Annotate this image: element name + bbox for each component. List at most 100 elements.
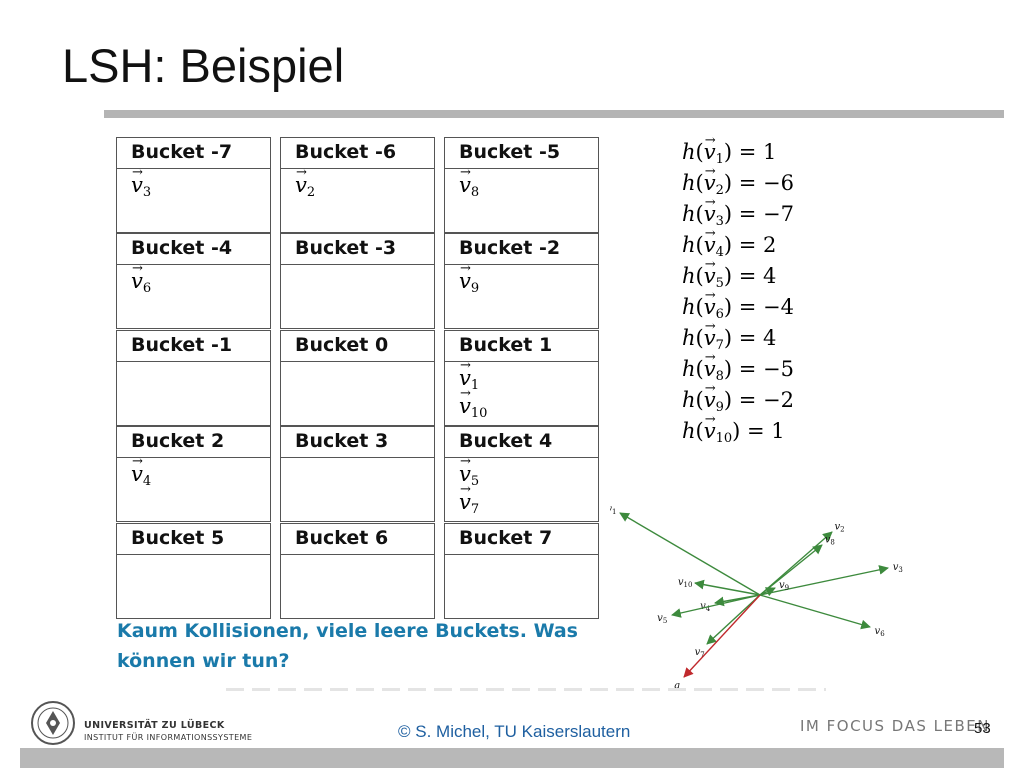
bottom-bar	[20, 748, 1004, 768]
bucket-label: Bucket 5	[117, 524, 270, 555]
vector-label: v7	[695, 647, 705, 659]
bucket-label: Bucket -3	[281, 234, 434, 265]
hash-value: 1	[763, 140, 777, 164]
bucket-cell: Bucket 4v5v7	[444, 426, 599, 522]
vector-plot: v1 v2 v8 v3 v10 v9 v4 v5 v6 v7 a	[610, 504, 903, 691]
hash-value-line: h(v2) = −6	[682, 156, 794, 199]
bucket-label: Bucket 3	[281, 427, 434, 458]
page-number: 53	[974, 720, 991, 737]
vector-label: a	[674, 680, 680, 691]
hash-value: 4	[763, 326, 777, 350]
vector-arrow	[759, 565, 889, 596]
hash-value: −6	[763, 171, 794, 195]
bucket-label: Bucket -5	[445, 138, 598, 169]
bucket-label: Bucket -7	[117, 138, 270, 169]
hash-value: −4	[763, 295, 794, 319]
university-line2: INSTITUT FÜR INFORMATIONSSYSTEME	[84, 733, 253, 742]
vector-label: v4	[700, 601, 711, 613]
vector-label: v8	[825, 535, 835, 547]
hash-value: −7	[763, 202, 794, 226]
bucket-vector: v7	[459, 476, 598, 517]
bucket-vector: v5	[459, 448, 598, 489]
vector-arrow	[759, 544, 823, 596]
hash-value: 4	[763, 264, 777, 288]
vector-arrow	[759, 587, 776, 597]
vector-label: v5	[657, 613, 667, 625]
footer-faint-line	[226, 688, 826, 691]
bucket-vector: v9	[459, 255, 598, 296]
hash-value-line: h(v10) = 1	[682, 404, 794, 447]
hash-value: 1	[771, 419, 785, 443]
bucket-cell: Bucket -5v8	[444, 137, 599, 233]
bucket-contents: v1v10	[445, 352, 598, 425]
bucket-cell: Bucket 2v4	[116, 426, 271, 522]
bucket-cell: Bucket 3	[280, 426, 435, 522]
bucket-contents: v3	[117, 159, 270, 232]
slogan-text: IM FOCUS DAS LEBEN	[800, 717, 990, 735]
hash-value: −5	[763, 357, 794, 381]
bucket-vector: v8	[459, 159, 598, 200]
bucket-cell: Bucket 5	[116, 523, 271, 619]
bucket-label: Bucket 2	[117, 427, 270, 458]
copyright-text: © S. Michel, TU Kaiserslautern	[398, 722, 631, 741]
bucket-cell: Bucket -3	[280, 233, 435, 329]
hash-value-line: h(v7) = 4	[682, 311, 794, 354]
vector-arrow	[759, 594, 871, 630]
vector-label: v6	[875, 626, 886, 638]
bucket-label: Bucket -6	[281, 138, 434, 169]
vector-arrow	[619, 512, 761, 596]
hash-value: −2	[763, 388, 794, 412]
bucket-contents: v8	[445, 159, 598, 232]
university-name: UNIVERSITÄT ZU LÜBECK INSTITUT FÜR INFOR…	[84, 720, 252, 744]
university-seal-icon	[31, 701, 75, 745]
hash-value-line: h(v6) = −4	[682, 280, 794, 323]
bucket-cell: Bucket -4v6	[116, 233, 271, 329]
vector-label: v1	[610, 504, 616, 516]
vector-label: v3	[893, 562, 903, 574]
hash-value-line: h(v1) = 1	[682, 125, 794, 168]
hash-value-line: h(v4) = 2	[682, 218, 794, 261]
bucket-label: Bucket -4	[117, 234, 270, 265]
bucket-contents: v6	[117, 255, 270, 328]
vector-label: v9	[779, 580, 789, 592]
bucket-contents: v2	[281, 159, 434, 232]
note-question: Kaum Kollisionen, viele leere Buckets. W…	[117, 620, 578, 672]
bucket-contents	[117, 555, 270, 618]
bucket-label: Bucket 1	[445, 331, 598, 362]
vector-label: v2	[834, 521, 844, 533]
bucket-label: Bucket -2	[445, 234, 598, 265]
bucket-contents	[281, 458, 434, 521]
bucket-vector: v10	[459, 380, 598, 421]
bucket-label: Bucket 0	[281, 331, 434, 362]
bucket-label: Bucket 4	[445, 427, 598, 458]
bucket-vector: v1	[459, 352, 598, 393]
slide-title: LSH: Beispiel	[62, 39, 345, 92]
bucket-contents	[281, 265, 434, 328]
vector-label: v10	[678, 577, 693, 589]
bucket-contents	[281, 362, 434, 425]
hash-function-list: h(v1) = 1h(v2) = −6h(v3) = −7h(v4) = 2h(…	[682, 125, 794, 447]
bucket-cell: Bucket -1	[116, 330, 271, 426]
hash-value-line: h(v9) = −2	[682, 373, 794, 416]
bucket-vector: v3	[131, 159, 270, 200]
bucket-cell: Bucket -7v3	[116, 137, 271, 233]
vector-arrow	[706, 594, 761, 645]
bucket-contents: v4	[117, 448, 270, 521]
bucket-contents	[445, 555, 598, 618]
hash-value-line: h(v8) = −5	[682, 342, 794, 385]
bucket-contents	[117, 362, 270, 425]
bucket-cell: Bucket -6v2	[280, 137, 435, 233]
vector-arrow	[671, 594, 761, 618]
bucket-vector: v2	[295, 159, 434, 200]
bucket-cell: Bucket 1v1v10	[444, 330, 599, 426]
hash-value: 2	[763, 233, 777, 257]
bucket-label: Bucket -1	[117, 331, 270, 362]
bucket-cell: Bucket 0	[280, 330, 435, 426]
bucket-contents: v5v7	[445, 448, 598, 521]
bucket-cell: Bucket -2v9	[444, 233, 599, 329]
bucket-label: Bucket 7	[445, 524, 598, 555]
hash-value-line: h(v5) = 4	[682, 249, 794, 292]
bucket-cell: Bucket 7	[444, 523, 599, 619]
bucket-cell: Bucket 6	[280, 523, 435, 619]
vector-arrow	[694, 579, 761, 596]
